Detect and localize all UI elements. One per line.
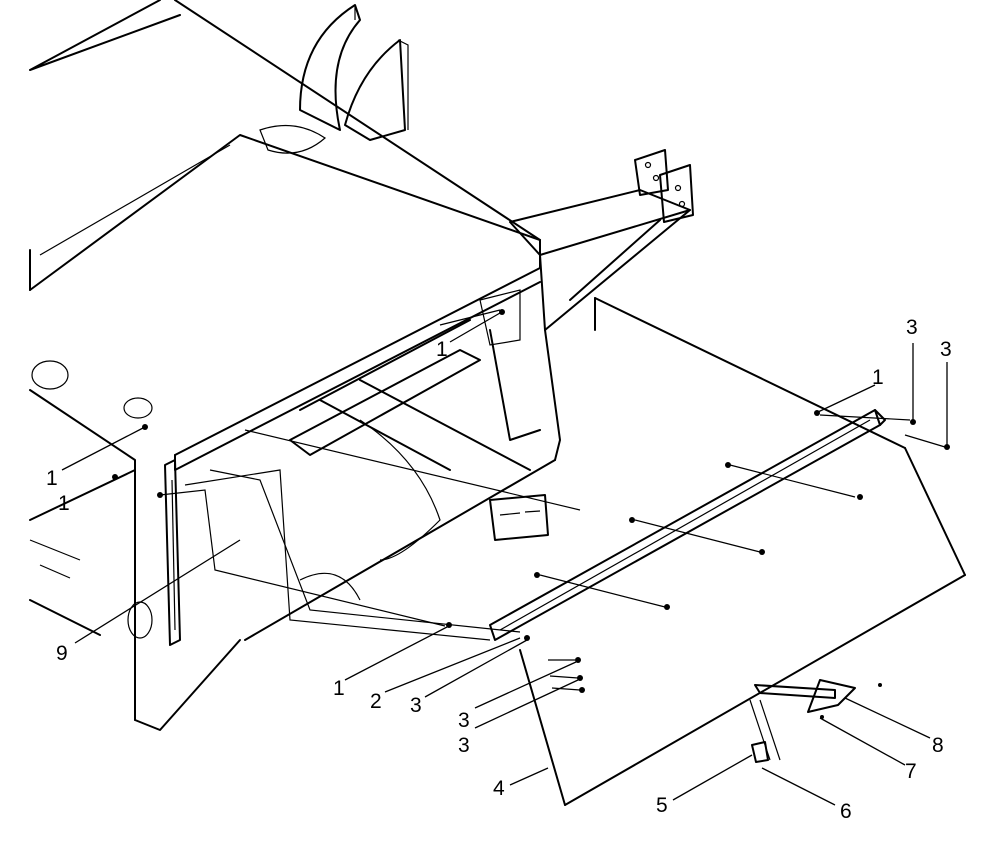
hardware-dots <box>112 309 950 719</box>
mounting-strip <box>489 409 886 641</box>
callout-leaders <box>61 312 948 806</box>
callout-3: 3 <box>458 734 470 757</box>
callout-9: 9 <box>56 642 68 665</box>
latch-parts <box>749 679 856 763</box>
callout-3: 3 <box>940 338 952 361</box>
upright-fins <box>299 4 409 141</box>
top-deck <box>29 0 541 471</box>
hardware-lines <box>159 309 946 691</box>
callout-1: 1 <box>436 338 448 361</box>
callout-1: 1 <box>58 492 70 515</box>
callout-8: 8 <box>932 734 944 757</box>
left-housing <box>29 360 241 731</box>
callout-4: 4 <box>493 777 505 800</box>
callouts: 1 1 1 1 1 2 3 3 3 3 3 4 5 6 7 8 9 <box>46 316 952 823</box>
hitch-frame <box>509 149 694 331</box>
callout-7: 7 <box>905 760 917 783</box>
callout-1: 1 <box>46 467 58 490</box>
callout-3: 3 <box>410 694 422 717</box>
callout-1: 1 <box>333 677 345 700</box>
callout-1: 1 <box>872 366 884 389</box>
flap-panel <box>519 297 966 806</box>
callout-2: 2 <box>370 690 382 713</box>
callout-3: 3 <box>906 316 918 339</box>
side-plate-bar <box>164 459 181 646</box>
callout-3: 3 <box>458 709 470 732</box>
inner-frame <box>244 289 561 641</box>
callout-5: 5 <box>656 794 668 817</box>
callout-6: 6 <box>840 800 852 823</box>
